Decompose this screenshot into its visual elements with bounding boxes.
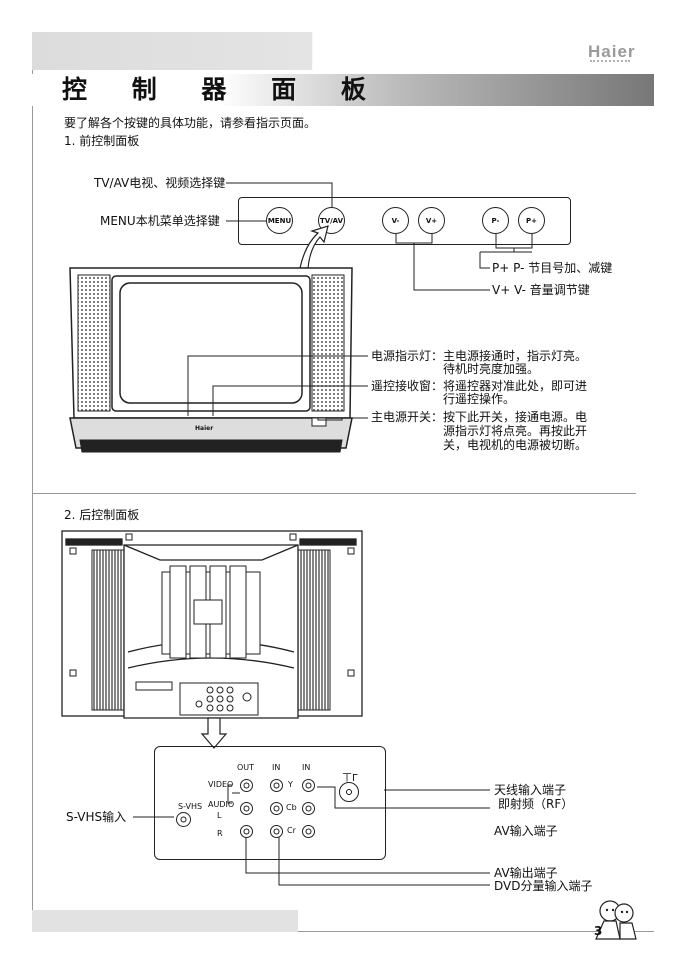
- vol-label: V+ V- 音量调节键: [492, 283, 590, 297]
- antenna-icon: ㄒΓ: [342, 773, 358, 784]
- tv-brand-label: Haier: [195, 425, 214, 432]
- page-title: 控 制 器 面 板: [62, 75, 384, 104]
- svhs-in-label: S-VHS输入: [66, 810, 127, 824]
- antenna-jack: [339, 782, 359, 802]
- prog-up-button: P+: [518, 207, 545, 234]
- mascot-icon: [595, 900, 637, 940]
- section-divider: [32, 493, 636, 494]
- av-out-label: AV输出端子: [494, 866, 558, 880]
- audio-r-label: R: [217, 829, 223, 838]
- prog-down-button: P-: [482, 207, 509, 234]
- power-switch-desc-1: 按下此开关，接通电源。电: [443, 410, 588, 424]
- power-switch-desc-3: 关，电视机的电源被切断。: [443, 438, 588, 452]
- y-in-jack: [302, 779, 315, 792]
- vol-down-button: V-: [382, 207, 409, 234]
- vol-up-button: V+: [418, 207, 445, 234]
- menu-label: MENU本机菜单选择键: [100, 214, 220, 228]
- power-led-term: 电源指示灯：: [371, 349, 444, 363]
- cb-in-jack: [302, 802, 315, 815]
- power-led-desc-1: 主电源接通时，指示灯亮。: [443, 349, 588, 363]
- remote-desc-2: 行遥控操作。: [443, 392, 516, 406]
- power-switch-desc-2: 源指示灯将点亮。再按此开: [443, 424, 588, 438]
- in-header-2: IN: [302, 763, 311, 772]
- cr-label: Cr: [287, 826, 296, 835]
- intro-text: 要了解各个按键的具体功能，请参看指示页面。: [64, 116, 317, 130]
- header-bar: [32, 32, 654, 70]
- audio-l-label: L: [217, 811, 222, 820]
- av-in-label: AV输入端子: [494, 824, 558, 838]
- section1-heading: 1. 前控制面板: [64, 134, 140, 148]
- brand-logo-dots: [590, 60, 630, 65]
- rear-control-panel: [154, 746, 386, 860]
- video-in-jack: [270, 779, 283, 792]
- title-bar: [32, 74, 654, 106]
- audio-label: AUDIO: [208, 800, 235, 809]
- audio-r-in-jack: [270, 825, 283, 838]
- page-frame: [32, 32, 654, 932]
- cb-label: Cb: [286, 803, 297, 812]
- remote-desc-1: 将遥控器对准此处，即可进: [443, 379, 588, 393]
- video-out-jack: [240, 779, 253, 792]
- y-label: Y: [288, 780, 293, 789]
- brand-logo: Haier: [588, 42, 636, 61]
- svhs-jack: [176, 812, 191, 827]
- remote-term: 遥控接收窗：: [371, 379, 444, 393]
- dvd-label: DVD分量输入端子: [494, 879, 593, 893]
- power-switch-term: 主电源开关：: [371, 410, 444, 424]
- out-header: OUT: [237, 763, 255, 772]
- audio-l-in-jack: [270, 802, 283, 815]
- tvav-label: TV/AV电视、视频选择键: [94, 176, 226, 190]
- in-header-1: IN: [272, 763, 281, 772]
- page-number: 3: [594, 924, 603, 938]
- audio-l-out-jack: [240, 802, 253, 815]
- cr-in-jack: [302, 825, 315, 838]
- footer-bar: [32, 910, 298, 932]
- menu-button: MENU: [266, 207, 293, 234]
- video-label: VIDEO: [208, 780, 234, 789]
- antenna-label-2: 即射频（RF）: [498, 797, 574, 811]
- prog-label: P+ P- 节目号加、减键: [492, 261, 613, 275]
- svhs-panel-label: S-VHS: [178, 802, 203, 811]
- audio-r-out-jack: [240, 825, 253, 838]
- power-led-desc-2: 待机时亮度加强。: [443, 362, 540, 376]
- section2-heading: 2. 后控制面板: [64, 508, 140, 522]
- antenna-label-1: 天线输入端子: [494, 783, 567, 797]
